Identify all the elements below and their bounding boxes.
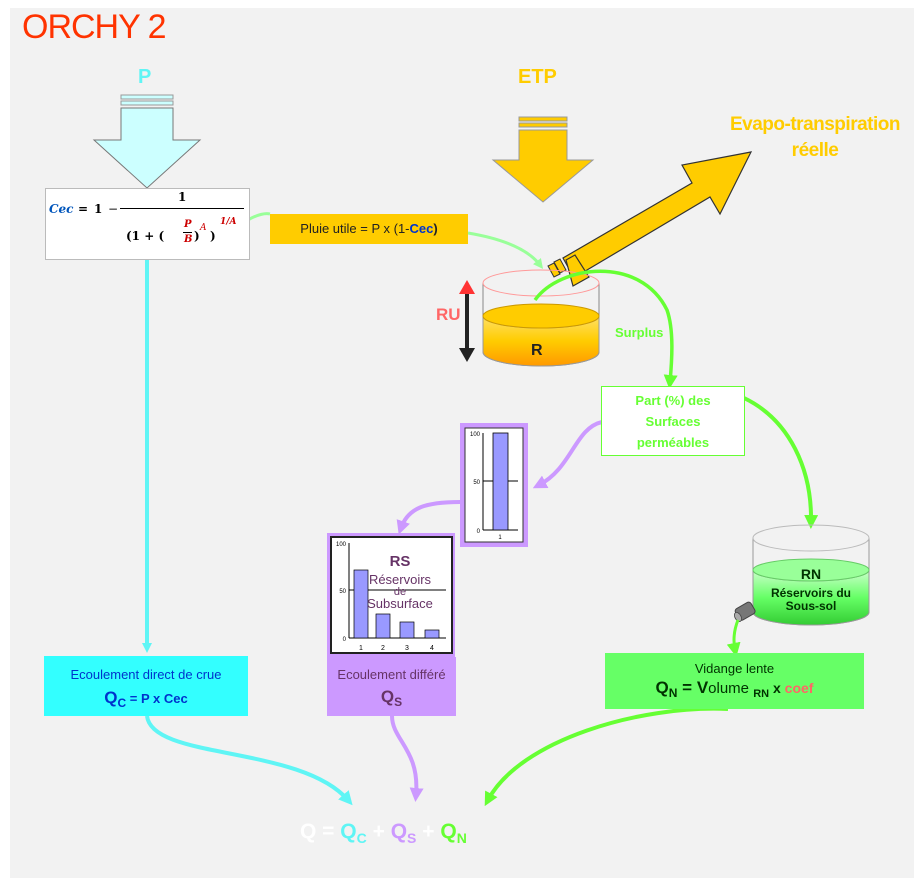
useful-rain-text: Pluie utile = P x (1- <box>300 221 410 236</box>
to-rs-arrow <box>396 500 461 535</box>
formula-numerator: 1 <box>178 190 187 204</box>
small-chart-ytick-100: 100 <box>470 432 481 438</box>
rs-chart-xtick-1: 1 <box>359 645 363 652</box>
final-qs-sub: S <box>407 830 417 846</box>
p-label: P <box>138 66 152 88</box>
formula-big-paren-close: ) <box>210 229 216 243</box>
surplus-arrow <box>533 269 678 389</box>
qn-rn-sub: RN <box>753 688 770 700</box>
chart-rs: 100 50 0 1 2 3 4 RS Réservoirs de Subsur… <box>327 533 455 657</box>
final-qc: Q <box>340 820 357 843</box>
qn-sub: N <box>668 686 678 700</box>
formula-minus: − <box>108 202 119 216</box>
permeable-share-box: Part (%) des Surfaces perméables <box>601 386 745 456</box>
formula-paren-close: ) <box>194 229 200 243</box>
chart-permeable: 100 50 0 1 <box>460 423 528 547</box>
final-equation: Q = QC + QS + QN <box>300 820 467 846</box>
qs-to-total-arrow <box>390 715 424 802</box>
rs-title: RS <box>390 553 411 570</box>
qn-volume: olume <box>708 680 754 697</box>
qn-line1: Vidange lente <box>694 661 775 676</box>
evapotranspiration-arrow <box>547 151 753 287</box>
qc-box: Ecoulement direct de crue QC = P x Cec <box>44 656 248 716</box>
reservoir-rn: RN Réservoirs du Sous-sol <box>733 524 870 626</box>
qc-rest: = P x Cec <box>126 691 188 706</box>
rn-line1: Réservoirs du <box>771 586 851 600</box>
part-line2: Surfaces <box>645 414 701 429</box>
qc-line1: Ecoulement direct de crue <box>70 667 222 682</box>
small-chart-ytick-50: 50 <box>473 480 480 486</box>
final-qc-sub: C <box>356 830 367 846</box>
cec-formula-box: Cec = 1 − 1 (1 + ( P B ) A ) 1/A <box>45 188 250 260</box>
rs-line3: Subsurface <box>367 596 433 611</box>
to-rn-arrow <box>743 396 819 529</box>
rs-chart-ytick-100: 100 <box>336 542 347 548</box>
qn-box: Vidange lente QN = Volume RN x coef <box>605 653 864 709</box>
final-plus1: + <box>372 820 385 843</box>
surplus-label: Surplus <box>615 325 664 340</box>
etp-label: ETP <box>518 66 557 88</box>
qc-to-total-arrow <box>145 715 353 806</box>
useful-rain-cec: Cec <box>409 221 434 236</box>
rs-line2: de <box>394 586 406 598</box>
formula-exp-outer: 1/A <box>220 217 237 227</box>
small-chart-xtick-1: 1 <box>498 535 502 541</box>
final-qn-sub: N <box>456 830 467 846</box>
qs-q: Q <box>380 687 395 706</box>
small-chart-ytick-0: 0 <box>477 529 481 535</box>
precipitation-arrow <box>92 94 202 189</box>
rn-outflow-arrow <box>726 619 741 657</box>
qn-coef: coef <box>784 680 814 696</box>
final-qn: Q <box>440 820 457 843</box>
rs-chart-xtick-4: 4 <box>430 645 434 652</box>
rn-title: RN <box>801 566 821 582</box>
ru-label: RU <box>436 305 461 324</box>
formula-inner-bar <box>183 232 192 233</box>
reservoir-r <box>482 269 600 367</box>
etp-arrow <box>491 116 595 203</box>
useful-rain-arrow <box>467 231 544 269</box>
formula-fraction-bar <box>120 208 244 209</box>
qs-sub: S <box>394 695 403 709</box>
formula-lhs: Cec <box>49 202 74 216</box>
part-line1: Part (%) des <box>635 393 711 408</box>
to-chart-arrow <box>532 420 603 489</box>
qn-q: Q <box>655 678 669 697</box>
formula-equals: = <box>78 202 89 216</box>
final-q: Q = <box>300 820 335 843</box>
qn-eq: = <box>677 678 697 697</box>
useful-rain-close: ) <box>433 221 438 236</box>
evapo-label: Evapo-transpiration réelle <box>705 112 921 164</box>
rs-chart-xtick-3: 3 <box>405 645 409 652</box>
qs-box: Ecoulement différé QS <box>327 657 456 716</box>
rs-chart-ytick-0: 0 <box>343 637 347 643</box>
qn-v: V <box>696 678 709 697</box>
formula-paren-open: (1 + ( <box>126 229 165 243</box>
rs-line1: Réservoirs <box>369 572 432 587</box>
useful-rain-box: Pluie utile = P x (1-Cec) <box>270 214 468 244</box>
page-title: ORCHY 2 <box>22 8 167 46</box>
qc-sub: C <box>117 696 127 710</box>
formula-frac-b: B <box>184 234 193 245</box>
ru-arrow <box>459 280 475 362</box>
qc-q: Q <box>104 688 118 707</box>
formula-link-line <box>247 212 271 222</box>
qn-to-total-arrow <box>484 706 729 807</box>
final-qs: Q <box>390 820 408 843</box>
formula-frac-p: P <box>184 219 192 230</box>
part-line3: perméables <box>636 435 710 450</box>
final-plus2: + <box>422 820 435 843</box>
r-label: R <box>531 342 543 359</box>
evapo-line2: réelle <box>791 140 839 161</box>
rn-line2: Sous-sol <box>786 599 837 613</box>
qn-x: x <box>769 680 785 696</box>
formula-exp-a: A <box>200 223 207 233</box>
evapo-line1: Evapo-transpiration <box>730 114 900 135</box>
qs-line1: Ecoulement différé <box>337 667 446 682</box>
rs-chart-xtick-2: 2 <box>381 645 385 652</box>
formula-one: 1 <box>94 202 103 216</box>
rs-chart-ytick-50: 50 <box>339 589 346 595</box>
